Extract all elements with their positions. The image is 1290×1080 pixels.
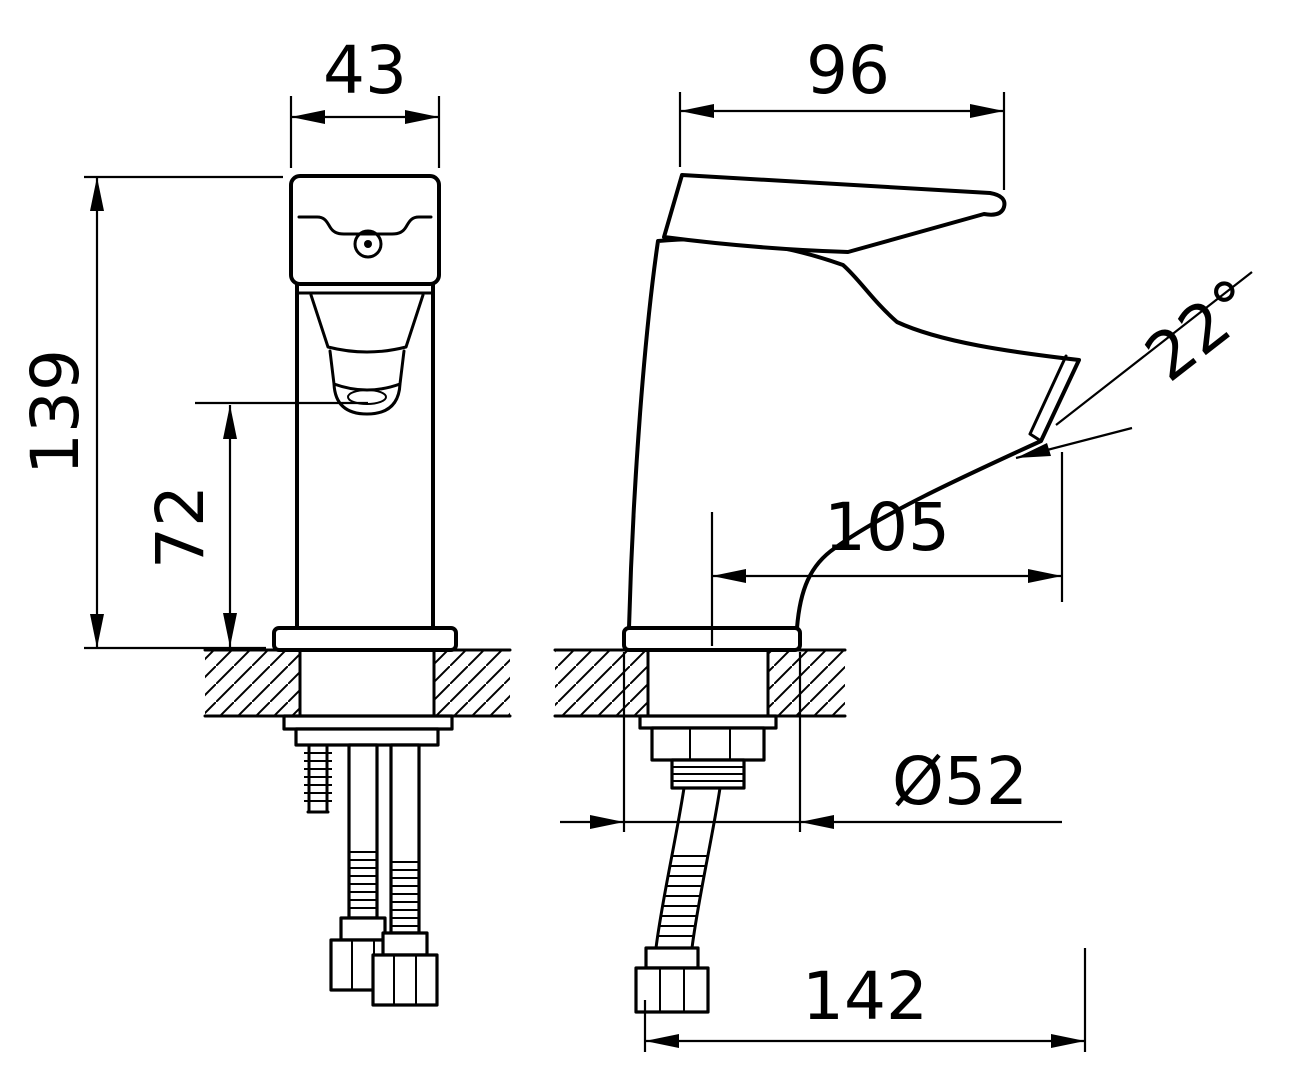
- dim-spout-reach-lines: [710, 452, 1064, 646]
- dim-overall-depth: 142: [643, 948, 1087, 1052]
- body-side: [627, 237, 1081, 630]
- hose-collar-right: [381, 931, 429, 957]
- dim-front-width: 43: [289, 32, 441, 168]
- mounting-locknut-front: [294, 727, 440, 747]
- aerator-front: [328, 349, 406, 416]
- lever-handle-side: [662, 173, 1007, 254]
- dim-overall-depth-label: 142: [802, 958, 928, 1035]
- nut-facets-side: [689, 728, 731, 760]
- hex-facets-right: [393, 955, 417, 1005]
- hose-collar-side: [644, 946, 700, 970]
- dim-handle-length: 96: [678, 32, 1006, 190]
- hose-braid-side: [658, 855, 708, 937]
- shank-edges-side: [646, 649, 770, 718]
- arrowhead: [1016, 443, 1051, 458]
- flex-hose-side: [654, 786, 722, 950]
- hex-facets-side: [659, 968, 685, 1012]
- supply-hose-right: [389, 743, 421, 935]
- arrowhead: [1028, 569, 1062, 583]
- dim-overall-depth-lines: [643, 948, 1087, 1052]
- hose-hex-nut-side: [634, 966, 710, 1014]
- arrowhead: [405, 110, 439, 124]
- body-front: [295, 282, 435, 632]
- arrowhead: [1051, 1034, 1085, 1048]
- dim-base-diameter: Ø52: [560, 652, 1062, 832]
- dim-outlet-height-lines: [195, 401, 368, 647]
- arrowhead: [645, 1034, 679, 1048]
- shank-side: [648, 651, 768, 715]
- mounting-washer-side: [638, 714, 778, 730]
- hose-collar-left: [339, 916, 387, 942]
- dim-handle-length-lines: [678, 92, 1006, 190]
- dim-spout-reach: 105: [710, 452, 1064, 646]
- mounting-washer-front: [282, 714, 454, 731]
- arrowhead: [712, 569, 746, 583]
- dim-outlet-height-label: 72: [142, 485, 219, 569]
- shank-edges-front: [298, 649, 436, 718]
- stud-threads-front: [304, 752, 332, 802]
- arrowhead: [90, 614, 104, 648]
- arrowhead: [590, 815, 624, 829]
- dim-overall-height: 139: [17, 175, 283, 650]
- dim-outlet-height: 72: [142, 401, 368, 647]
- dim-spout-reach-label: 105: [824, 489, 950, 566]
- handle-screw-dot: [364, 240, 372, 248]
- mounting-nut-side: [650, 726, 766, 762]
- front-view: [203, 174, 512, 1007]
- arrowhead: [970, 104, 1004, 118]
- aerator-side: [1028, 354, 1068, 443]
- arrowhead: [800, 815, 834, 829]
- arrowhead: [90, 177, 104, 211]
- handle-recess-front: [297, 215, 433, 236]
- spout-collar-front: [295, 291, 435, 354]
- shank-front: [300, 651, 434, 715]
- hose-braid-right: [391, 861, 419, 927]
- dim-front-width-label: 43: [323, 32, 407, 109]
- dim-base-diameter-label: Ø52: [892, 743, 1028, 820]
- dim-handle-length-label: 96: [806, 32, 890, 109]
- hose-braid-left: [349, 851, 377, 909]
- arrowhead: [223, 613, 237, 647]
- hose-hex-nut-right: [371, 953, 439, 1007]
- dim-overall-height-label: 139: [17, 349, 94, 475]
- arrowhead: [223, 405, 237, 439]
- arrowhead: [680, 104, 714, 118]
- base-flange-front: [272, 626, 458, 652]
- arrowhead: [291, 110, 325, 124]
- handle-screw-front: [353, 229, 383, 259]
- dim-overall-height-lines: [84, 175, 283, 650]
- connector-threads-side: [672, 766, 744, 782]
